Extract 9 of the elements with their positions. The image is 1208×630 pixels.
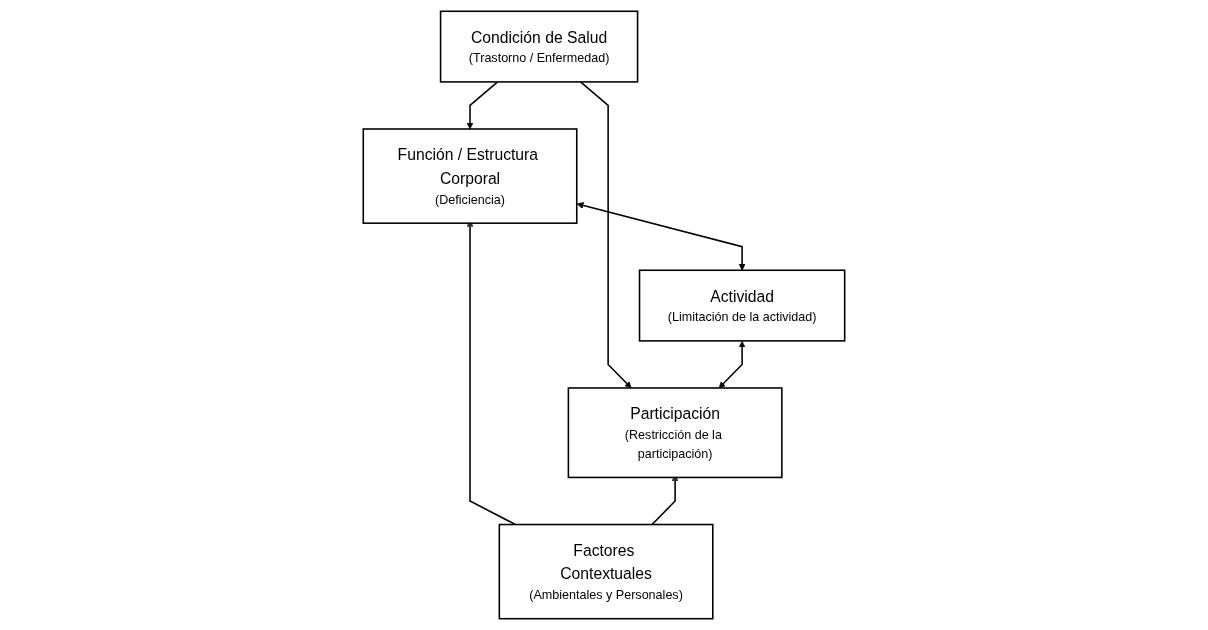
- arrow: [576, 202, 746, 271]
- node-box: Factores Contextuales (Ambientales y Personales): [498, 523, 714, 620]
- node-box: Actividad (Limitación de la actividad): [638, 269, 846, 342]
- node-box: Condición de Salud (Trastorno / Enfermedad): [439, 10, 639, 83]
- arrow: [579, 81, 632, 389]
- arrow: [466, 81, 499, 130]
- node-box: Participación (Restricción de la participación): [567, 387, 783, 479]
- arrow: [718, 340, 746, 389]
- node-box: Función / Estructura Corporal (Deficiencia): [362, 128, 578, 224]
